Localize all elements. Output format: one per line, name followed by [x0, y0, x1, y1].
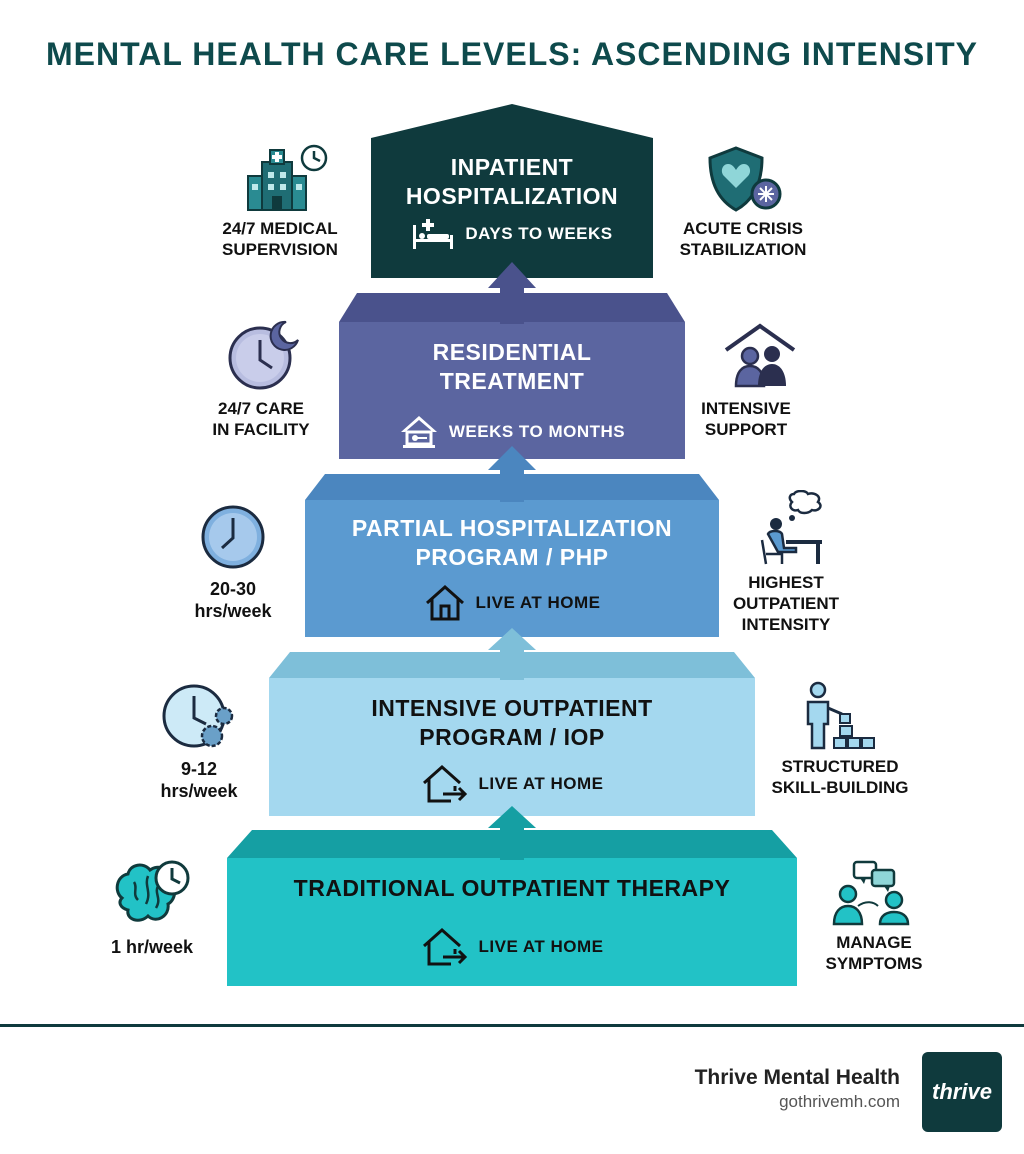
- label-line: 24/7 MEDICAL: [222, 219, 338, 238]
- level-inpatient-text: INPATIENT HOSPITALIZATION DAYS TO WEEKS: [371, 153, 653, 249]
- label-line: STRUCTURED: [781, 757, 899, 776]
- brand-logo: thrive: [922, 1052, 1002, 1132]
- label-line: SUPERVISION: [222, 240, 338, 259]
- level-duration: LIVE AT HOME: [305, 584, 719, 622]
- label-line: hrs/week: [160, 781, 238, 801]
- clock-gears-icon: [162, 684, 234, 748]
- home-exit-icon: [422, 764, 467, 803]
- label-line: INTENSITY: [741, 615, 831, 634]
- arrow-4-to-3: [488, 628, 536, 680]
- label-line: SUPPORT: [704, 420, 788, 439]
- label-line: 9-12: [180, 759, 218, 779]
- home-exit-icon: [422, 927, 467, 966]
- right-label-traditional: MANAGE SYMPTOMS: [804, 932, 944, 974]
- level-residential: [339, 293, 685, 459]
- arrow-5-to-4: [488, 806, 536, 860]
- label-line: 1 hr/week: [110, 937, 194, 957]
- level-name-line: PROGRAM / PHP: [415, 544, 609, 570]
- label-line: INTENSIVE: [701, 399, 791, 418]
- brand-name: Thrive Mental Health: [694, 1066, 900, 1089]
- right-label-php: HIGHEST OUTPATIENT INTENSITY: [726, 572, 846, 635]
- level-name-line: INPATIENT: [450, 154, 574, 180]
- level-php-text: PARTIAL HOSPITALIZATION PROGRAM / PHP LI…: [305, 514, 719, 622]
- level-duration: LIVE AT HOME: [269, 764, 755, 804]
- clock-icon: [201, 505, 265, 569]
- right-label-residential: INTENSIVE SUPPORT: [690, 398, 802, 440]
- level-duration: WEEKS TO MONTHS: [339, 414, 685, 450]
- label-line: HIGHEST: [748, 573, 824, 592]
- label-line: STABILIZATION: [679, 240, 807, 259]
- conversation-icon: [832, 860, 910, 926]
- person-building-blocks-icon: [806, 681, 875, 750]
- label-line: MANAGE: [836, 933, 912, 952]
- level-duration: LIVE AT HOME: [227, 927, 797, 967]
- people-shelter-icon: [724, 323, 796, 388]
- right-label-iop: STRUCTURED SKILL-BUILDING: [760, 756, 920, 798]
- level-name-line: INTENSIVE OUTPATIENT: [371, 695, 653, 721]
- duration-text: LIVE AT HOME: [478, 937, 604, 956]
- footer-divider: [0, 1024, 1024, 1027]
- level-intensive-outpatient: [269, 652, 755, 816]
- duration-text: LIVE AT HOME: [475, 593, 601, 612]
- level-duration: DAYS TO WEEKS: [371, 219, 653, 249]
- label-line: hrs/week: [194, 601, 272, 621]
- hospital-clock-icon: [247, 144, 328, 211]
- duration-text: DAYS TO WEEKS: [465, 224, 613, 243]
- level-iop-text: INTENSIVE OUTPATIENT PROGRAM / IOP LIVE …: [269, 694, 755, 804]
- label-line: 20-30: [209, 579, 257, 599]
- label-line: OUTPATIENT: [732, 594, 840, 613]
- level-residential-text: RESIDENTIAL TREATMENT WEEKS TO MONTHS: [339, 338, 685, 450]
- level-name-line: TREATMENT: [439, 368, 585, 394]
- page-title: MENTAL HEALTH CARE LEVELS: ASCENDING INT…: [46, 36, 978, 72]
- left-label-residential: 24/7 CARE IN FACILITY: [196, 398, 326, 440]
- brain-clock-icon: [115, 860, 190, 922]
- left-label-inpatient: 24/7 MEDICAL SUPERVISION: [200, 218, 360, 260]
- right-label-inpatient: ACUTE CRISIS STABILIZATION: [668, 218, 818, 260]
- clock-moon-icon: [228, 320, 299, 390]
- level-name-line: HOSPITALIZATION: [405, 183, 619, 209]
- arrow-2-to-1: [488, 262, 536, 324]
- level-name-line: TRADITIONAL OUTPATIENT THERAPY: [293, 875, 731, 901]
- arrow-3-to-2: [488, 446, 536, 502]
- left-label-php: 20-30 hrs/week: [168, 578, 298, 622]
- hospital-bed-icon: [413, 219, 454, 249]
- home-icon: [425, 584, 464, 621]
- duration-text: LIVE AT HOME: [478, 774, 604, 793]
- level-name-line: PARTIAL HOSPITALIZATION: [351, 515, 673, 541]
- house-key-icon: [400, 416, 437, 448]
- label-line: SYMPTOMS: [825, 954, 923, 973]
- duration-text: WEEKS TO MONTHS: [448, 422, 626, 441]
- label-line: ACUTE CRISIS: [683, 219, 803, 238]
- label-line: SKILL-BUILDING: [771, 778, 909, 797]
- shield-heart-icon: [708, 146, 782, 212]
- left-label-traditional: 1 hr/week: [92, 936, 212, 958]
- label-line: IN FACILITY: [212, 420, 310, 439]
- level-name-line: RESIDENTIAL: [432, 339, 592, 365]
- label-line: 24/7 CARE: [218, 399, 304, 418]
- level-traditional-text: TRADITIONAL OUTPATIENT THERAPY LIVE AT H…: [227, 874, 797, 967]
- brand-url[interactable]: gothrivemh.com: [779, 1092, 900, 1111]
- level-name-line: PROGRAM / IOP: [419, 724, 605, 750]
- person-thinking-desk-icon: [760, 490, 822, 565]
- left-label-iop: 9-12 hrs/week: [136, 758, 262, 802]
- brand-logo-text: thrive: [932, 1079, 992, 1104]
